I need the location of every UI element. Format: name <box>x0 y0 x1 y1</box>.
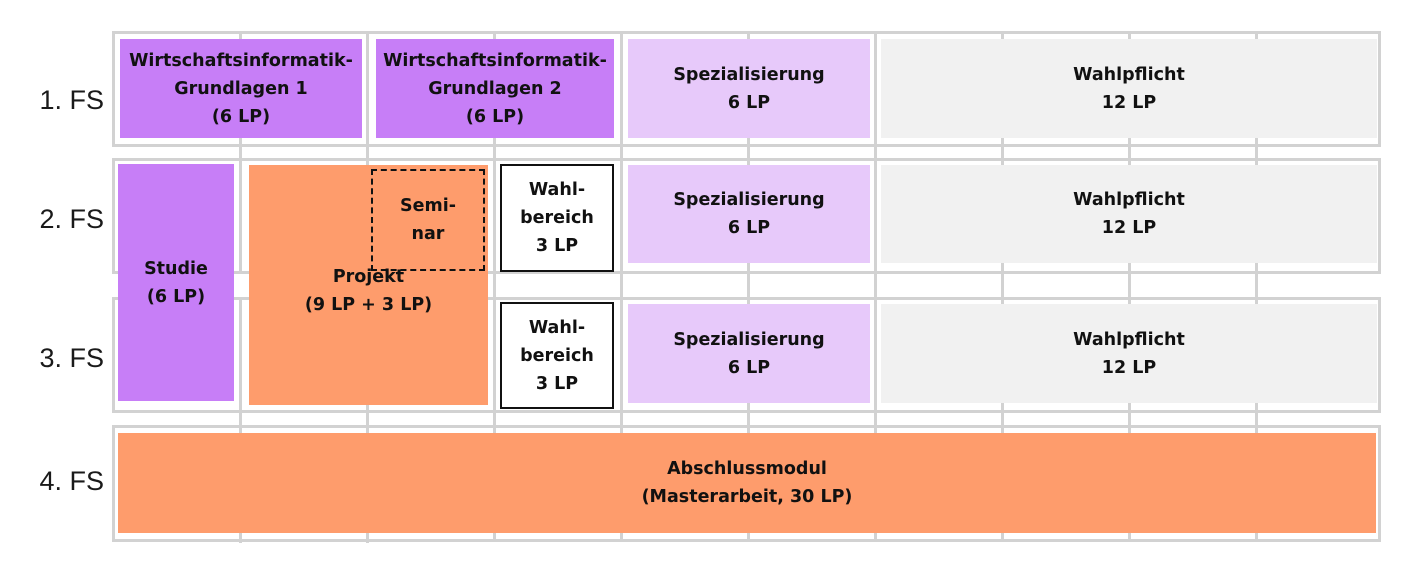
module-wahlpflicht-2: Wahlpflicht 12 LP <box>881 165 1377 263</box>
module-text: Wahl- <box>528 317 586 338</box>
module-text: Wahlpflicht <box>1073 329 1185 350</box>
module-text: 6 LP <box>727 92 771 113</box>
module-text: 6 LP <box>727 218 771 238</box>
module-text: 12 LP <box>1101 92 1157 113</box>
module-text: Semi- <box>400 196 456 216</box>
module-text: Projekt <box>332 267 405 287</box>
module-text: Wirtschaftsinformatik- <box>129 50 353 71</box>
module-text: Grundlagen 2 <box>428 78 562 99</box>
module-text: (6 LP) <box>465 106 525 127</box>
module-wi-grundlagen-1: Wirtschaftsinformatik- Grundlagen 1 (6 L… <box>120 39 362 138</box>
module-text: nar <box>411 224 445 244</box>
module-text: (6 LP) <box>211 106 271 127</box>
module-text: 12 LP <box>1101 218 1157 238</box>
module-text: 3 LP <box>535 236 579 256</box>
module-text: (Masterarbeit, 30 LP) <box>641 487 853 507</box>
module-studie: Studie (6 LP) <box>118 164 234 401</box>
module-wahlbereich-3: Wahl- bereich 3 LP <box>500 302 614 409</box>
semester-label-1: 1. FS <box>39 85 104 115</box>
module-text: bereich <box>520 345 594 366</box>
module-text: Abschlussmodul <box>667 459 827 479</box>
module-text: Grundlagen 1 <box>174 78 308 99</box>
module-text: Wirtschaftsinformatik- <box>383 50 607 71</box>
grid-line <box>1001 31 1004 541</box>
module-text: Wahlpflicht <box>1073 190 1185 210</box>
semester-label-2: 2. FS <box>39 204 104 234</box>
module-wahlpflicht-1: Wahlpflicht 12 LP <box>881 39 1377 138</box>
grid-line <box>239 539 369 542</box>
grid-line <box>493 31 496 541</box>
module-seminar: Semi- nar <box>371 169 485 271</box>
module-spezialisierung-3: Spezialisierung 6 LP <box>628 304 870 403</box>
semester-label-3: 3. FS <box>39 343 104 373</box>
module-text: Spezialisierung <box>673 64 825 85</box>
module-text: (6 LP) <box>146 286 206 307</box>
module-text: Wahlpflicht <box>1073 64 1185 85</box>
module-text: (9 LP + 3 LP) <box>304 295 433 315</box>
module-text: 12 LP <box>1101 357 1157 378</box>
grid-line <box>620 31 623 541</box>
grid-line <box>1255 31 1258 541</box>
module-text: Spezialisierung <box>673 329 825 350</box>
grid-line <box>874 31 877 541</box>
module-text: Spezialisierung <box>673 190 825 210</box>
module-spezialisierung-1: Spezialisierung 6 LP <box>628 39 870 138</box>
module-wahlbereich-2: Wahl- bereich 3 LP <box>500 164 614 272</box>
module-wi-grundlagen-2: Wirtschaftsinformatik- Grundlagen 2 (6 L… <box>376 39 614 138</box>
module-text: Studie <box>144 258 208 279</box>
module-wahlpflicht-3: Wahlpflicht 12 LP <box>881 304 1377 403</box>
grid-line <box>747 31 750 541</box>
module-text: Wahl- <box>528 180 586 200</box>
semester-label-4: 4. FS <box>39 466 104 496</box>
module-projekt: Projekt (9 LP + 3 LP) <box>249 165 488 405</box>
module-abschlussmodul: Abschlussmodul (Masterarbeit, 30 LP) <box>118 433 1376 533</box>
grid-line <box>1128 31 1131 541</box>
module-text: 6 LP <box>727 357 771 378</box>
module-text: bereich <box>520 208 594 228</box>
module-spezialisierung-2: Spezialisierung 6 LP <box>628 165 870 263</box>
module-text: 3 LP <box>535 373 579 394</box>
